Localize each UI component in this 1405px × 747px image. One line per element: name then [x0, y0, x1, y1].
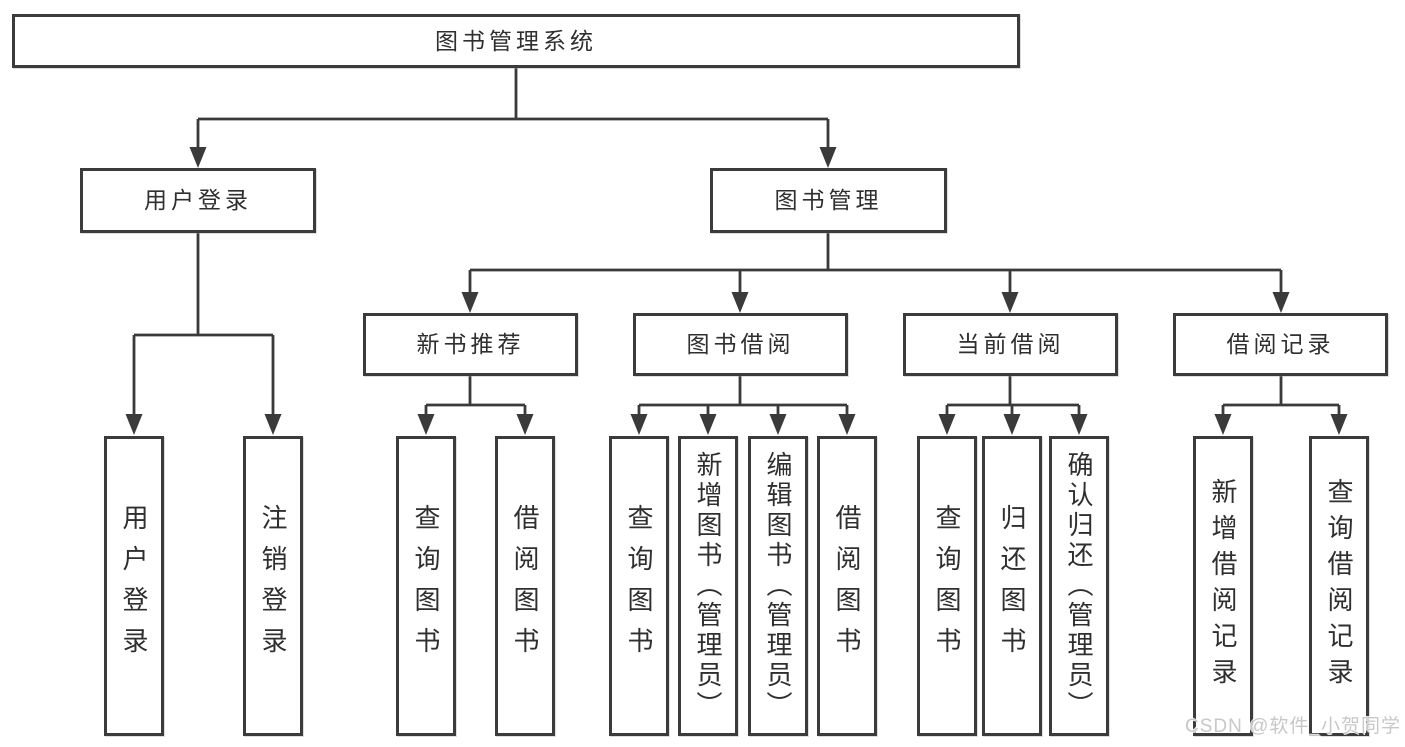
edge-current-borrow-to-leaves: [938, 376, 1088, 435]
edge-root-to-level2: [189, 68, 837, 168]
edge-user-login-to-leaves: [125, 233, 282, 435]
leaf-cb-query-books-label: 查询图书: [932, 504, 962, 668]
leaf-cb-return-books-label: 归还图书: [997, 504, 1027, 668]
leaf-bb-add-books-admin: 新增图书（管理员）: [678, 436, 738, 736]
leaf-br-query-record: 查询借阅记录: [1309, 436, 1369, 736]
leaf-nbr-borrow-books: 借阅图书: [495, 436, 555, 736]
leaf-cb-return-books: 归还图书: [982, 436, 1042, 736]
node-root: 图书管理系统: [12, 14, 1020, 68]
node-book-mgmt-label: 图书管理: [774, 187, 883, 213]
node-new-book-rec: 新书推荐: [363, 313, 578, 376]
leaf-bb-edit-books-admin: 编辑图书（管理员）: [748, 436, 808, 736]
leaf-nbr-borrow-books-label: 借阅图书: [510, 504, 540, 668]
csdn-watermark: CSDN @软件_小贺同学: [1185, 716, 1401, 737]
edge-new-book-rec-to-leaves: [417, 376, 534, 435]
node-book-borrow-label: 图书借阅: [686, 331, 795, 357]
leaf-bb-edit-books-admin-label: 编辑图书（管理员）: [763, 451, 793, 721]
leaf-cb-query-books: 查询图书: [917, 436, 977, 736]
node-user-login: 用户登录: [80, 168, 316, 233]
node-user-login-label: 用户登录: [144, 187, 252, 213]
leaf-bb-query-books-label: 查询图书: [624, 504, 654, 668]
edge-book-borrow-to-leaves: [630, 376, 856, 435]
leaf-br-add-record: 新增借阅记录: [1193, 436, 1253, 736]
leaf-cb-confirm-return-admin-label: 确认归还（管理员）: [1064, 451, 1094, 721]
edge-borrow-records-to-leaves: [1214, 376, 1348, 435]
node-root-label: 图书管理系统: [435, 27, 597, 54]
leaf-nbr-query-books-label: 查询图书: [411, 504, 441, 668]
leaf-bb-add-books-admin-label: 新增图书（管理员）: [693, 451, 723, 721]
leaf-bb-borrow-books-label: 借阅图书: [832, 504, 862, 668]
leaf-br-add-record-label: 新增借阅记录: [1208, 478, 1238, 694]
leaf-user-login-label: 用户登录: [119, 504, 149, 668]
node-book-borrow: 图书借阅: [633, 313, 848, 376]
node-new-book-rec-label: 新书推荐: [416, 331, 525, 357]
node-current-borrow-label: 当前借阅: [956, 331, 1065, 357]
node-current-borrow: 当前借阅: [903, 313, 1118, 376]
leaf-bb-query-books: 查询图书: [609, 436, 669, 736]
edge-book-mgmt-to-level3: [461, 233, 1290, 313]
node-borrow-records: 借阅记录: [1173, 313, 1388, 376]
node-borrow-records-label: 借阅记录: [1226, 331, 1335, 357]
leaf-nbr-query-books: 查询图书: [396, 436, 456, 736]
node-book-mgmt: 图书管理: [710, 168, 947, 233]
leaf-bb-borrow-books: 借阅图书: [817, 436, 877, 736]
leaf-cb-confirm-return-admin: 确认归还（管理员）: [1049, 436, 1109, 736]
leaf-user-login: 用户登录: [104, 436, 164, 736]
leaf-br-query-record-label: 查询借阅记录: [1324, 478, 1354, 694]
leaf-logout-label: 注销登录: [258, 504, 288, 668]
leaf-logout: 注销登录: [243, 436, 303, 736]
